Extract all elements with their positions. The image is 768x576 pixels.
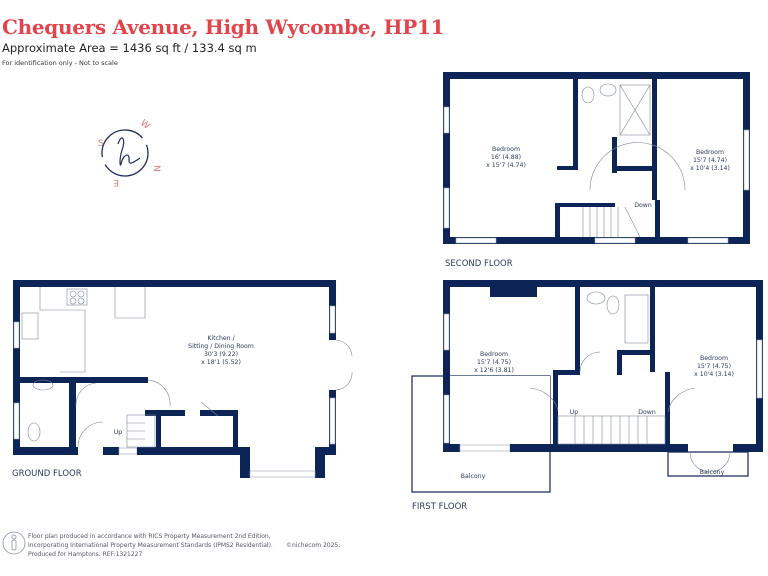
- room-dim: 16' (4.88): [491, 154, 521, 161]
- compass-e: E: [113, 177, 119, 187]
- ground-floor-plan: Kitchen / Sitting / Dining Room 30'3 (9.…: [12, 280, 353, 479]
- stairs-label: Up: [114, 429, 123, 436]
- room-dim: x 15'7 (4.74): [486, 162, 526, 169]
- room-dim: 30'3 (9.22): [204, 351, 238, 358]
- compass-s: S: [98, 139, 104, 149]
- room-name: Bedroom: [700, 355, 728, 362]
- floor-label: FIRST FLOOR: [412, 502, 467, 512]
- floor-label: SECOND FLOOR: [445, 259, 513, 269]
- balcony-label: Balcony: [461, 473, 486, 480]
- balcony-label: Balcony: [700, 469, 725, 476]
- room-dim: x 10'4 (3.14): [694, 371, 734, 378]
- compass-n: N: [151, 165, 161, 172]
- disclaimer-note: For identification only - Not to scale: [2, 59, 118, 67]
- stairs-label: Down: [634, 202, 652, 209]
- footer-notes: Floor plan produced in accordance with R…: [28, 532, 340, 559]
- footer-line: Produced for Hamptons. REF:1321227: [28, 551, 143, 558]
- room-name: Kitchen /: [207, 335, 235, 342]
- room-name: Bedroom: [492, 146, 520, 153]
- footer-line: Incorporating International Property Mea…: [28, 542, 273, 549]
- stairs-up-label: Up: [570, 409, 579, 416]
- footer-line: Floor plan produced in accordance with R…: [28, 533, 271, 540]
- brand-credit: ©nichecom 2025.: [286, 542, 341, 549]
- property-title: Chequers Avenue, High Wycombe, HP11: [2, 15, 445, 39]
- room-dim: Sitting / Dining Room: [188, 343, 254, 350]
- room-dim: x 10'4 (3.14): [690, 165, 730, 172]
- second-floor-plan: Bedroom 16' (4.88) x 15'7 (4.74) Bedroom…: [443, 72, 750, 269]
- room-name: Bedroom: [480, 351, 508, 358]
- room-dim: 15'7 (4.75): [477, 359, 511, 366]
- person-icon: [2, 531, 26, 555]
- stairs-down-label: Down: [638, 409, 656, 416]
- room-dim: x 12'6 (3.81): [474, 367, 514, 374]
- first-floor-plan: Bedroom 15'7 (4.75) x 12'6 (3.81) Bedroo…: [411, 280, 763, 512]
- compass-w: W: [138, 118, 151, 131]
- room-dim: x 18'1 (5.52): [201, 359, 241, 366]
- room-dim: 15'7 (4.75): [697, 363, 731, 370]
- room-dim: 15'7 (4.74): [693, 157, 727, 164]
- compass-icon: S W N E: [98, 118, 161, 187]
- floor-label: GROUND FLOOR: [12, 469, 82, 479]
- approximate-area: Approximate Area = 1436 sq ft / 133.4 sq…: [2, 41, 257, 55]
- room-name: Bedroom: [696, 149, 724, 156]
